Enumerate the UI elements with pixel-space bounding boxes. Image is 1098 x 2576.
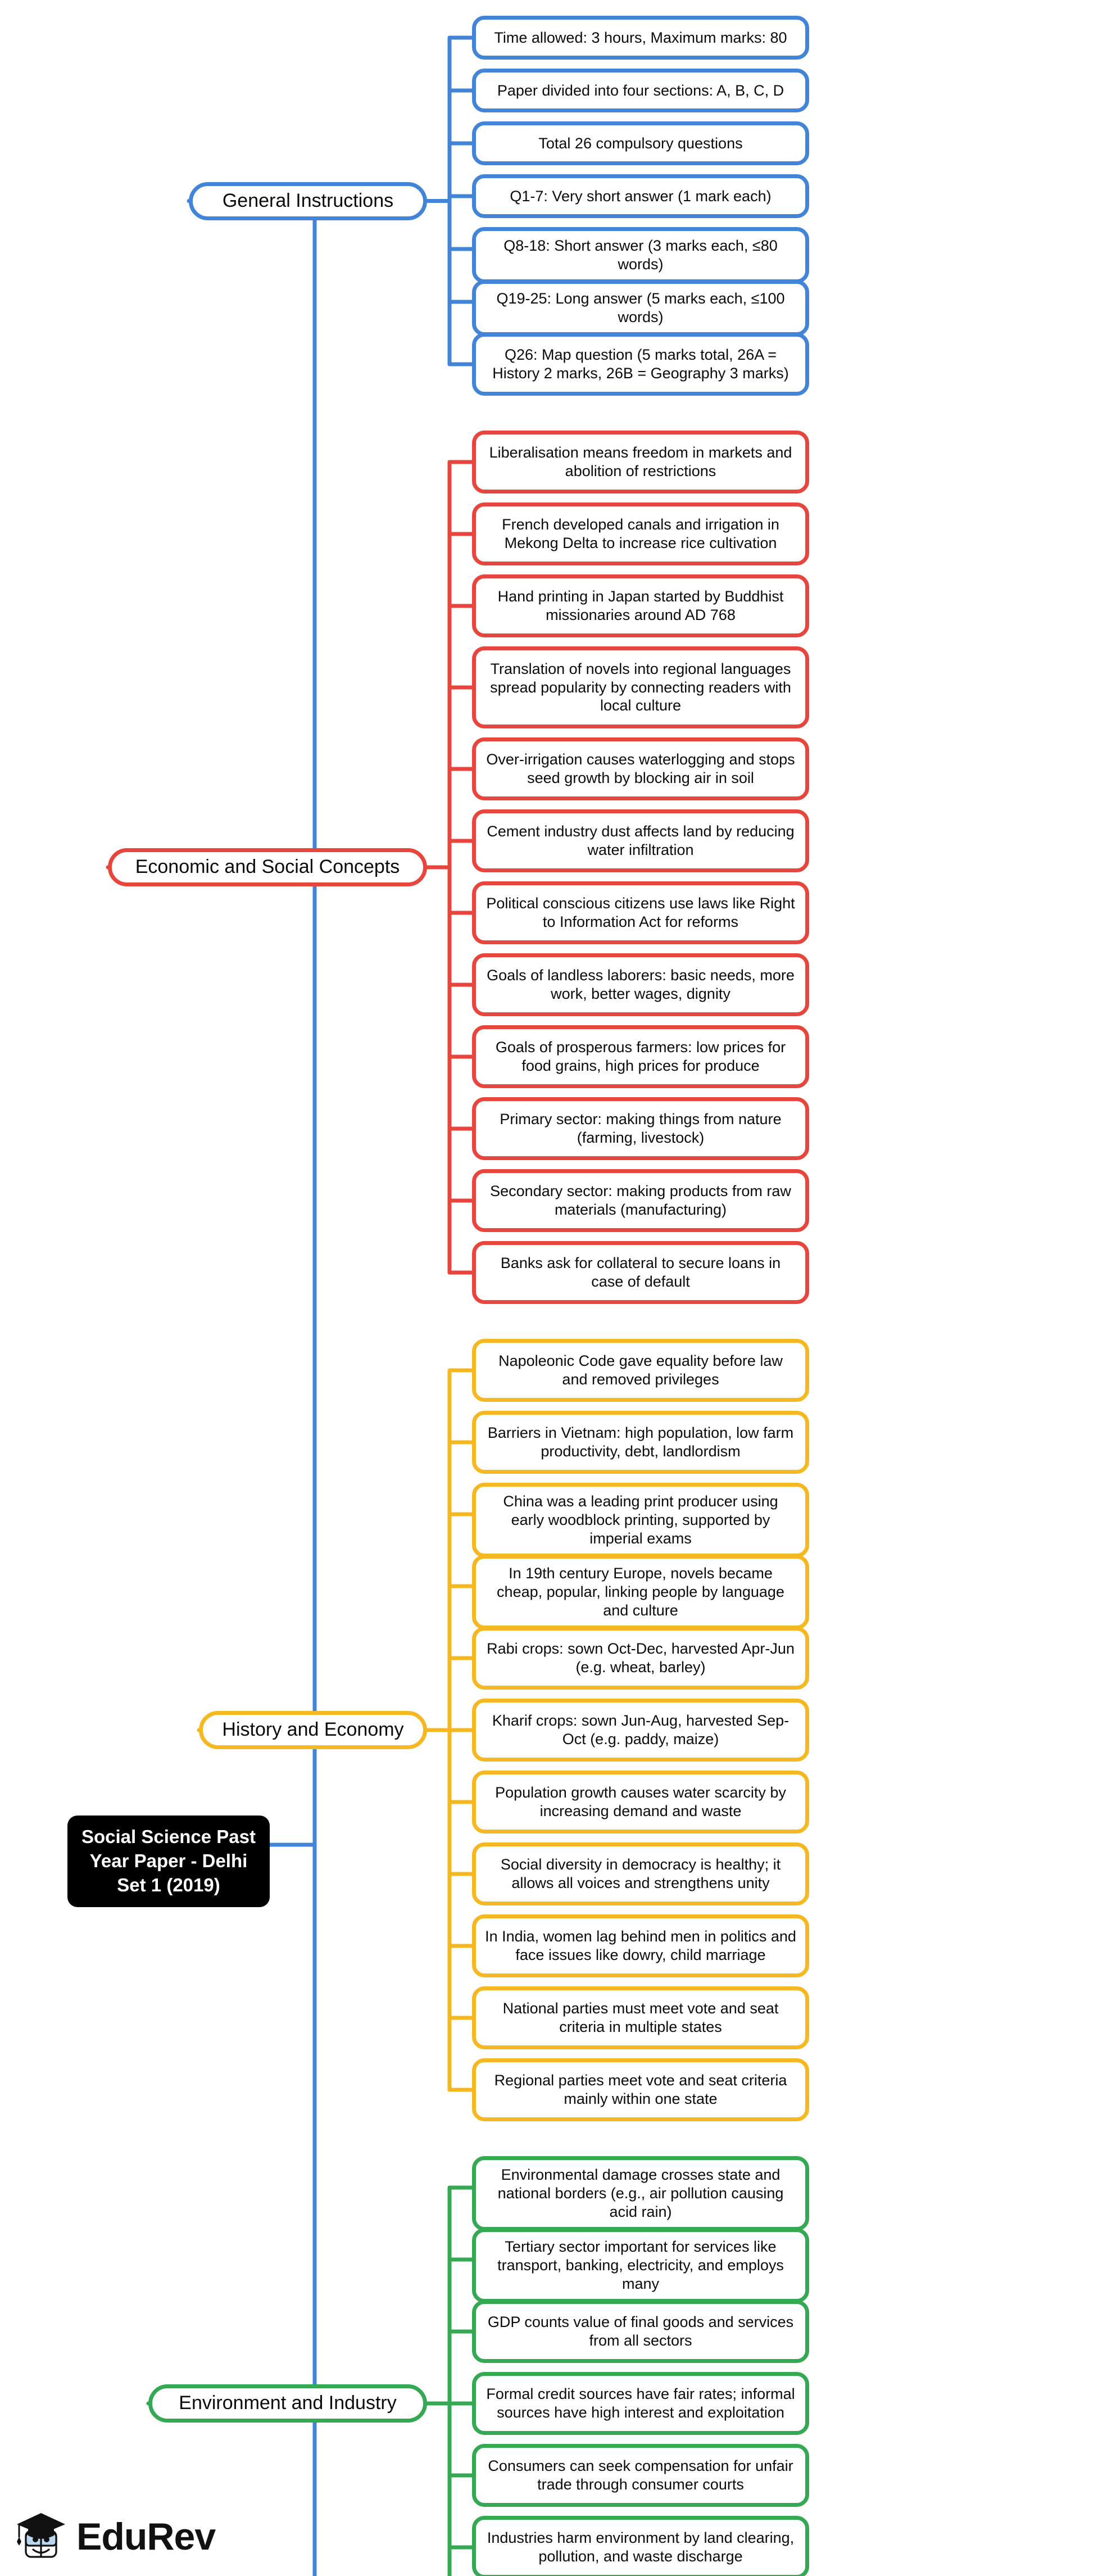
leaf-node-label: Barriers in Vietnam: high population, lo… [487,1424,794,1460]
leaf-node-label: Q26: Map question (5 marks total, 26A = … [492,346,789,382]
branch-node-history-and-economy[interactable]: History and Economy [199,1711,427,1749]
leaf-node[interactable]: Total 26 compulsory questions [472,121,809,165]
leaf-node-label: Social diversity in democracy is healthy… [500,1856,781,1891]
leaf-node-label: French developed canals and irrigation i… [502,516,779,551]
leaf-node[interactable]: Cement industry dust affects land by red… [472,809,809,872]
leaf-node[interactable]: Paper divided into four sections: A, B, … [472,69,809,112]
leaf-node-label: Banks ask for collateral to secure loans… [500,1255,781,1290]
leaf-node[interactable]: In India, women lag behind men in politi… [472,1914,809,1977]
leaf-node[interactable]: Regional parties meet vote and seat crit… [472,2058,809,2121]
leaf-node-label: Goals of prosperous farmers: low prices … [495,1039,786,1074]
leaf-node[interactable]: Banks ask for collateral to secure loans… [472,1241,809,1304]
leaf-node[interactable]: Q8-18: Short answer (3 marks each, ≤80 w… [472,227,809,283]
leaf-node-label: Goals of landless laborers: basic needs,… [487,967,795,1002]
leaf-node[interactable]: Formal credit sources have fair rates; i… [472,2372,809,2435]
branch-node-environment-and-industry-label: Environment and Industry [179,2392,397,2414]
branch-node-economic-and-social-concepts-label: Economic and Social Concepts [135,856,400,878]
leaf-node-label: Translation of novels into regional lang… [490,660,791,714]
leaf-node[interactable]: Industries harm environment by land clea… [472,2516,809,2576]
branch-node-environment-and-industry[interactable]: Environment and Industry [148,2384,427,2423]
leaf-node-label: GDP counts value of final goods and serv… [487,2314,794,2349]
leaf-node-label: Population growth causes water scarcity … [495,1784,786,1819]
leaf-node[interactable]: Secondary sector: making products from r… [472,1169,809,1232]
leaf-node[interactable]: National parties must meet vote and seat… [472,1986,809,2049]
leaf-node-label: Hand printing in Japan started by Buddhi… [497,588,784,623]
leaf-node-label: Over-irrigation causes waterlogging and … [486,751,795,786]
leaf-node-label: Q8-18: Short answer (3 marks each, ≤80 w… [503,237,778,273]
leaf-node[interactable]: Liberalisation means freedom in markets … [472,431,809,494]
leaf-node-label: Tertiary sector important for services l… [497,2238,784,2292]
leaf-node-label: Kharif crops: sown Jun-Aug, harvested Se… [492,1712,790,1747]
leaf-node-label: Total 26 compulsory questions [538,134,743,152]
leaf-node-label: Q19-25: Long answer (5 marks each, ≤100 … [496,290,785,325]
leaf-node[interactable]: Goals of landless laborers: basic needs,… [472,953,809,1016]
leaf-node[interactable]: Tertiary sector important for services l… [472,2228,809,2303]
branch-node-general-instructions[interactable]: General Instructions [189,182,427,220]
graduation-cap-book-mascot-icon [17,2513,65,2558]
leaf-node[interactable]: GDP counts value of final goods and serv… [472,2300,809,2363]
leaf-node-label: In 19th century Europe, novels became ch… [497,1565,784,1619]
leaf-node[interactable]: Napoleonic Code gave equality before law… [472,1339,809,1402]
leaf-node[interactable]: China was a leading print producer using… [472,1483,809,1558]
leaf-node-label: Political conscious citizens use laws li… [486,895,795,930]
leaf-node[interactable]: Population growth causes water scarcity … [472,1771,809,1833]
leaf-node-label: Regional parties meet vote and seat crit… [494,2072,787,2107]
root-node-label: Social Science Past Year Paper - Delhi S… [81,1826,256,1895]
leaf-node-label: Industries harm environment by land clea… [487,2529,795,2565]
leaf-node[interactable]: Consumers can seek compensation for unfa… [472,2444,809,2507]
leaf-node-label: Secondary sector: making products from r… [490,1183,791,1218]
leaf-node-label: Rabi crops: sown Oct-Dec, harvested Apr-… [487,1640,795,1676]
leaf-node[interactable]: In 19th century Europe, novels became ch… [472,1555,809,1629]
leaf-node[interactable]: Primary sector: making things from natur… [472,1097,809,1160]
leaf-node[interactable]: Q26: Map question (5 marks total, 26A = … [472,333,809,396]
leaf-node-label: Paper divided into four sections: A, B, … [497,82,784,99]
leaf-node[interactable]: Kharif crops: sown Jun-Aug, harvested Se… [472,1699,809,1762]
leaf-node-label: Napoleonic Code gave equality before law… [498,1352,783,1388]
leaf-node-label: Environmental damage crosses state and n… [497,2166,784,2220]
leaf-node[interactable]: Environmental damage crosses state and n… [472,2156,809,2231]
leaf-node[interactable]: French developed canals and irrigation i… [472,502,809,565]
leaf-node[interactable]: Political conscious citizens use laws li… [472,881,809,944]
leaf-node[interactable]: Rabi crops: sown Oct-Dec, harvested Apr-… [472,1627,809,1690]
leaf-node-label: In India, women lag behind men in politi… [485,1928,796,1963]
branch-node-history-and-economy-label: History and Economy [222,1719,404,1741]
edurev-wordmark: EduRev [76,2515,216,2558]
branch-node-general-instructions-label: General Instructions [222,189,394,211]
leaf-node-label: China was a leading print producer using… [503,1493,778,1547]
leaf-node[interactable]: Time allowed: 3 hours, Maximum marks: 80 [472,16,809,60]
leaf-node-label: Formal credit sources have fair rates; i… [486,2385,795,2421]
leaf-node[interactable]: Q19-25: Long answer (5 marks each, ≤100 … [472,280,809,336]
leaf-node[interactable]: Translation of novels into regional lang… [472,646,809,728]
leaf-node[interactable]: Hand printing in Japan started by Buddhi… [472,574,809,637]
leaf-node[interactable]: Goals of prosperous farmers: low prices … [472,1025,809,1088]
leaf-node-label: National parties must meet vote and seat… [502,2000,779,2035]
branch-node-economic-and-social-concepts[interactable]: Economic and Social Concepts [108,848,427,886]
leaf-node[interactable]: Barriers in Vietnam: high population, lo… [472,1411,809,1474]
leaf-node-label: Time allowed: 3 hours, Maximum marks: 80 [494,29,787,46]
leaf-node[interactable]: Social diversity in democracy is healthy… [472,1842,809,1905]
root-node[interactable]: Social Science Past Year Paper - Delhi S… [67,1816,270,1907]
leaf-node-label: Primary sector: making things from natur… [500,1111,782,1146]
leaf-node-label: Q1-7: Very short answer (1 mark each) [510,187,772,205]
leaf-node[interactable]: Over-irrigation causes waterlogging and … [472,737,809,800]
leaf-node-label: Cement industry dust affects land by red… [487,823,795,858]
leaf-node-label: Liberalisation means freedom in markets … [489,444,792,479]
leaf-node-label: Consumers can seek compensation for unfa… [488,2457,793,2493]
edurev-logo: EduRev [15,2510,216,2564]
leaf-node[interactable]: Q1-7: Very short answer (1 mark each) [472,174,809,218]
